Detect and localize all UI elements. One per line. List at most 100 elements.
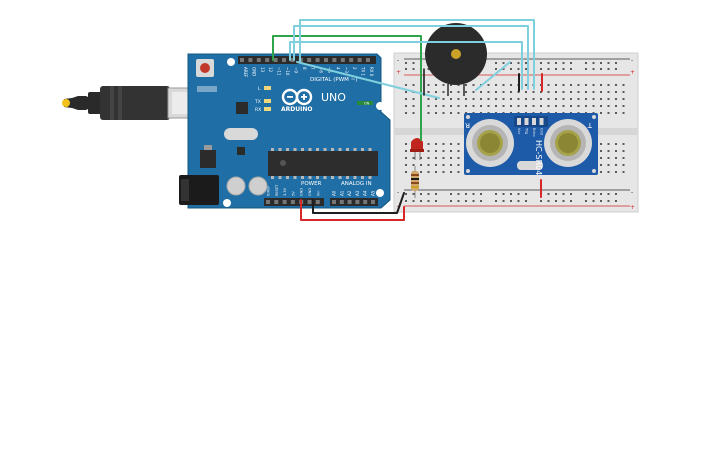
header-pin[interactable] <box>282 58 286 62</box>
terminal-hole <box>457 157 460 159</box>
header-pin[interactable] <box>273 58 278 62</box>
rail-hole <box>547 193 550 195</box>
rail-hole <box>547 200 550 202</box>
terminal-hole <box>412 164 415 166</box>
ic-pin <box>353 148 357 151</box>
terminal-hole <box>442 112 445 114</box>
terminal-hole <box>622 164 625 166</box>
header-pin[interactable] <box>349 58 354 62</box>
header-pin[interactable] <box>355 200 360 204</box>
terminal-hole <box>555 84 557 86</box>
rail-hole <box>600 62 602 64</box>
analog-pin-label: A1 <box>339 190 344 196</box>
buzzer-icon[interactable] <box>425 23 487 96</box>
wire-black-gnd[interactable] <box>312 192 405 214</box>
header-pin[interactable] <box>266 200 270 204</box>
terminal-hole <box>465 91 467 93</box>
terminal-hole <box>427 143 430 145</box>
terminal-hole <box>487 84 490 86</box>
rail-minus-bottom-right: - <box>631 189 633 196</box>
header-pin[interactable] <box>307 58 312 62</box>
wire-cyan-pin8[interactable] <box>299 19 535 90</box>
digital-pin-label: ~3 <box>344 67 349 73</box>
header-pin[interactable] <box>357 58 362 62</box>
rail-hole <box>570 62 572 64</box>
digital-pin-label: 13 <box>260 67 265 73</box>
sensor-model: HC-SR04 <box>534 140 543 175</box>
terminal-hole <box>592 105 595 107</box>
header-pin[interactable] <box>307 200 312 204</box>
rail-hole <box>540 62 542 64</box>
header-pin[interactable] <box>366 58 370 62</box>
digital-pin-label: 2 <box>352 67 357 70</box>
wire-cyan-pin9[interactable] <box>293 25 529 90</box>
ic-pin <box>361 176 364 179</box>
header-pin[interactable] <box>339 200 344 204</box>
header-pin[interactable] <box>332 58 337 62</box>
ic-pin <box>368 148 372 151</box>
wire-red-5v[interactable] <box>300 199 405 221</box>
analog-header[interactable] <box>330 198 378 206</box>
sensor-mark-left: R <box>465 121 470 129</box>
terminal-hole <box>600 98 602 100</box>
terminal-hole <box>585 98 587 100</box>
ic-pin <box>286 148 289 151</box>
header-pin[interactable] <box>290 200 295 204</box>
rail-hole <box>502 200 505 202</box>
wire-green-pin13[interactable] <box>272 35 422 141</box>
digital-header[interactable] <box>238 56 376 64</box>
terminal-hole <box>562 105 565 107</box>
rail-hole <box>585 193 587 195</box>
header-pin[interactable] <box>265 58 270 62</box>
header-pin[interactable] <box>274 200 279 204</box>
terminal-hole <box>577 91 580 93</box>
header-pin[interactable] <box>282 200 287 204</box>
header-pin[interactable] <box>315 58 320 62</box>
header-pin[interactable] <box>256 58 261 62</box>
terminal-hole <box>442 143 445 145</box>
wire-cyan-pin10-a[interactable] <box>289 41 523 90</box>
terminal-hole <box>465 98 467 100</box>
power-pin-label: Vin <box>316 190 320 196</box>
sensor-pin[interactable] <box>517 118 521 125</box>
terminal-hole <box>570 84 572 86</box>
sensor-pin[interactable] <box>532 118 536 125</box>
rail-hole <box>607 193 610 195</box>
header-pin[interactable] <box>324 58 328 62</box>
terminal-hole <box>435 91 437 93</box>
wire-cyan-diagonal[interactable] <box>296 61 440 99</box>
header-pin[interactable] <box>332 200 336 204</box>
terminal-hole <box>450 84 452 86</box>
header-pin[interactable] <box>347 200 352 204</box>
terminal-hole <box>607 98 610 100</box>
header-pin[interactable] <box>371 200 375 204</box>
terminal-hole <box>450 157 452 159</box>
terminal-hole <box>615 98 617 100</box>
header-pin[interactable] <box>315 200 320 204</box>
terminal-hole <box>562 91 565 93</box>
header-pin[interactable] <box>248 58 253 62</box>
terminal-hole <box>532 91 535 93</box>
terminal-hole <box>547 84 550 86</box>
led-icon[interactable] <box>410 138 424 160</box>
terminal-hole <box>405 98 407 100</box>
sensor-pin[interactable] <box>524 118 529 125</box>
wire-cyan-short[interactable] <box>475 61 511 91</box>
terminal-hole <box>465 105 467 107</box>
terminal-hole <box>600 112 602 114</box>
terminal-hole <box>472 98 475 100</box>
terminal-hole <box>435 171 437 173</box>
header-pin[interactable] <box>240 58 244 62</box>
terminal-hole <box>427 112 430 114</box>
rail-minus-top: - <box>397 57 399 64</box>
header-pin[interactable] <box>290 58 295 62</box>
resistor-icon[interactable] <box>411 166 419 198</box>
header-pin[interactable] <box>340 58 345 62</box>
sensor-pin[interactable] <box>539 118 544 125</box>
rail-hole <box>615 68 617 70</box>
terminal-hole <box>615 91 617 93</box>
header-pin[interactable] <box>363 200 368 204</box>
